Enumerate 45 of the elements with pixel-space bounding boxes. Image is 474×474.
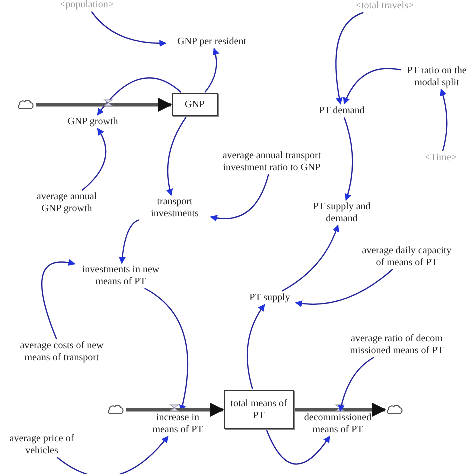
variable-label: PT supply and demand [307,202,377,224]
cloud-icon [17,99,35,111]
variable-label: PT demand [312,105,372,117]
arrow [338,356,375,412]
variable-label: PT ratio on the modal split [402,66,472,88]
variable-label: GNP per resident [167,36,257,48]
shadow-variable: <Time> [421,152,461,164]
variable-label: decommissioned means of PT [303,412,373,436]
variable-label: PT supply [245,292,295,304]
arrow [344,68,402,105]
arrow [97,78,182,116]
arrow [91,11,167,47]
arrow [440,88,448,152]
arrow [56,436,169,474]
stock-box: total means of PT [224,390,294,430]
arrow [42,260,76,340]
arrow [82,128,107,191]
cloud-icon [107,404,125,416]
variable-label: increase in means of PT [143,412,213,436]
shadow-variable: <population> [47,0,127,11]
flow-pipe [295,403,386,417]
variable-label: transport investments [140,196,210,220]
arrow [344,118,354,202]
variable-label: GNP growth [58,116,128,128]
variable-label: average daily capacity of means of PT [362,246,452,268]
arrow [295,269,394,308]
arrow [210,174,270,222]
arrow [266,430,330,465]
arrow [336,12,364,105]
variable-label: average ratio of decom missioned means of PT [347,334,447,356]
flow-pipe [126,403,224,417]
variable-label: average annual transport investment ratio to GNP [212,150,332,174]
shadow-variable: <total travels> [345,0,425,12]
arrow [282,224,340,292]
arrow [247,304,266,390]
variable-label: average annual GNP growth [27,192,107,214]
cloud-icon [386,404,404,416]
stock-box: GNP [172,94,218,116]
flow-pipe [36,98,172,112]
variable-label: average price of vehicles [7,434,77,456]
variable-label: investments in new means of PT [76,264,166,288]
variable-label: average costs of new means of transport [17,340,107,364]
arrow [204,48,220,93]
arrow [119,220,140,264]
arrow [166,117,187,196]
